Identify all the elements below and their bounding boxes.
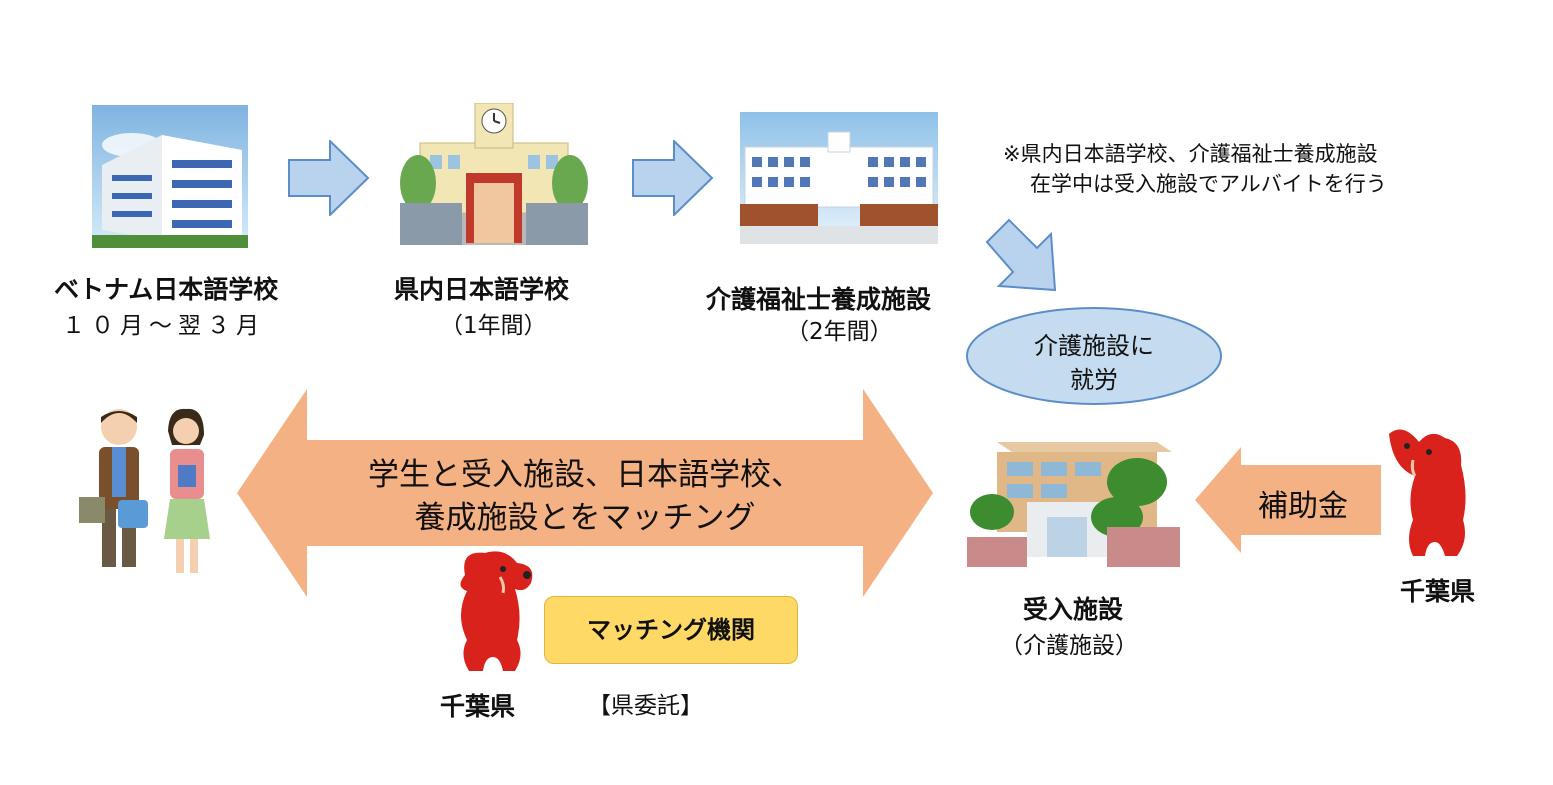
school-2-period: （1年間） [440, 313, 547, 339]
receiving-facility-image [967, 432, 1180, 572]
school-1-period: １０月～翌３月 [62, 313, 265, 339]
note-line-2: 在学中は受入施設でアルバイトを行う [1030, 172, 1387, 196]
school-3-name: 介護福祉士養成施設 [706, 285, 932, 314]
bubble-line-2: 就労 [1070, 366, 1118, 394]
students-illustration [74, 405, 224, 577]
flow-arrow-1 [288, 140, 370, 216]
chiba-mascot-center [445, 545, 540, 675]
matching-double-arrow: 学生と受入施設、日本語学校、 養成施設とをマッチング [237, 389, 933, 597]
diagonal-arrow [985, 218, 1065, 296]
school-2-name: 県内日本語学校 [394, 275, 570, 304]
vietnam-school-image [92, 105, 248, 248]
bubble-line-1: 介護施設に [1034, 332, 1154, 360]
flow-arrow-2 [632, 140, 714, 216]
matching-organization-box: マッチング機関 [544, 596, 798, 664]
school-3-period: （2年間） [786, 319, 893, 345]
prefecture-school-image [400, 103, 588, 245]
prefecture-commission-note: 【県委託】 [588, 693, 703, 719]
school-1-name: ベトナム日本語学校 [54, 275, 279, 304]
subsidy-label: 補助金 [1258, 489, 1348, 524]
note-line-1: ※県内日本語学校、介護福祉士養成施設 [1003, 142, 1378, 166]
chiba-mascot-right [1383, 420, 1483, 560]
matching-text-line-2: 養成施設とをマッチング [414, 500, 756, 536]
employment-bubble: 介護施設に 就労 [965, 306, 1223, 406]
matching-text-line-1: 学生と受入施設、日本語学校、 [368, 457, 802, 493]
mascot-caption-center: 千葉県 [440, 692, 516, 721]
facility-sub: （介護施設） [1000, 633, 1138, 659]
facility-name: 受入施設 [1023, 595, 1124, 624]
mascot-caption-right: 千葉県 [1400, 577, 1476, 606]
subsidy-arrow: 補助金 [1195, 447, 1381, 553]
care-training-facility-image [740, 112, 938, 244]
matching-organization-label: マッチング機関 [587, 616, 755, 644]
